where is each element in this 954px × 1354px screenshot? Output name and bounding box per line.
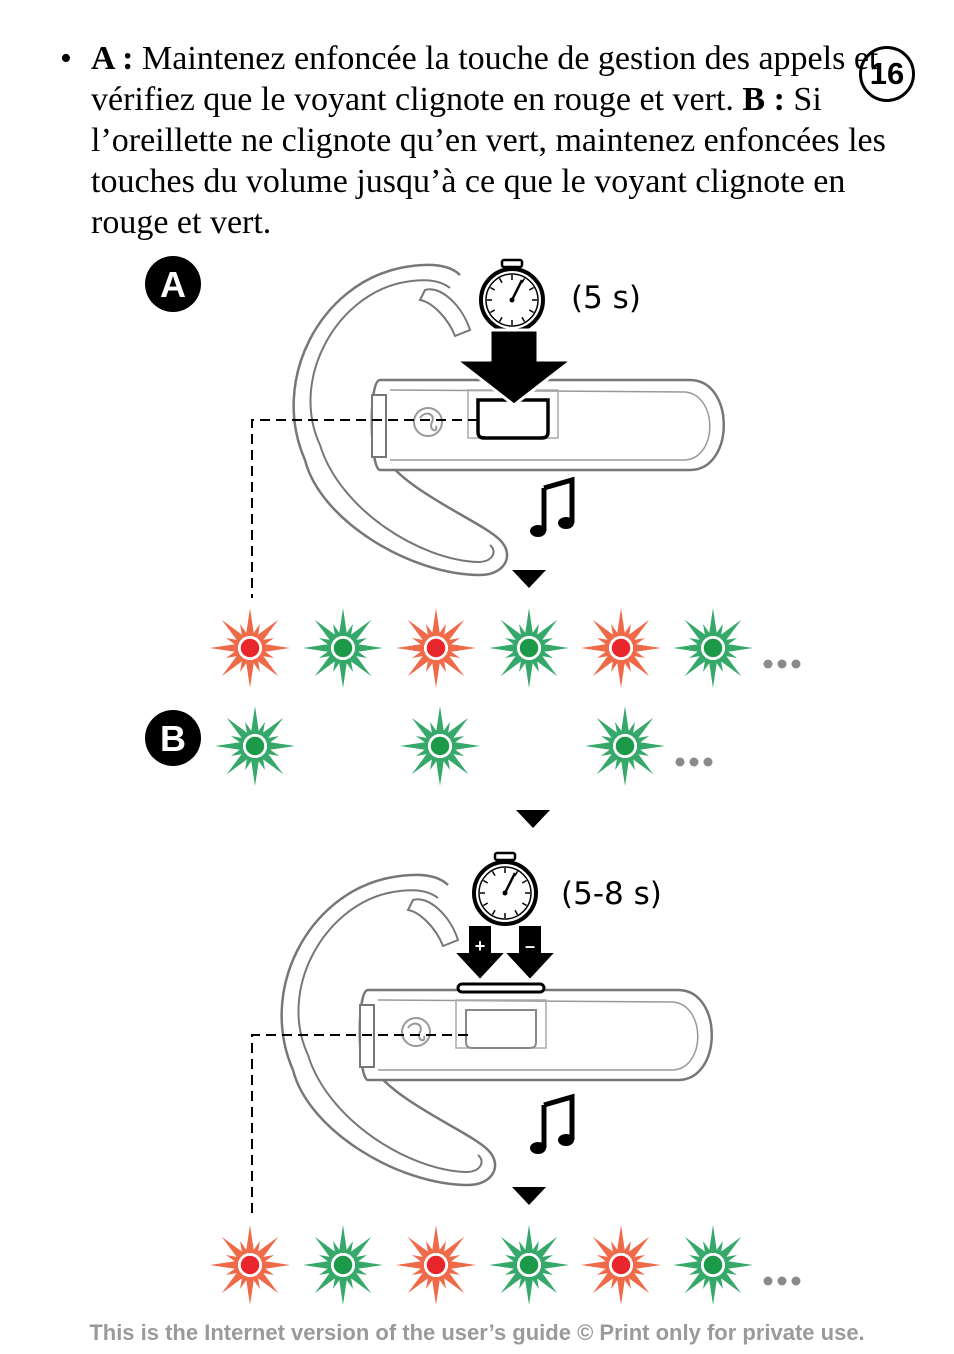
green-led-icon bbox=[489, 608, 569, 688]
down-arrow-icon bbox=[512, 570, 546, 588]
green-led-icon bbox=[673, 608, 753, 688]
text-a: Maintenez enfoncée la touche de gestion … bbox=[91, 40, 879, 118]
step-b-letter: B bbox=[160, 718, 186, 759]
plus-label: + bbox=[475, 936, 486, 956]
music-note-icon bbox=[530, 480, 574, 537]
volume-down-arrow-icon: – bbox=[501, 924, 559, 982]
red-led-icon bbox=[396, 608, 476, 688]
bullet: • bbox=[60, 40, 72, 77]
music-note-icon bbox=[530, 1097, 574, 1154]
label-b: B : bbox=[742, 81, 785, 118]
page-number-badge: 16 bbox=[859, 46, 915, 102]
red-led-icon bbox=[210, 608, 290, 688]
down-arrow-icon bbox=[516, 810, 550, 828]
stopwatch-icon bbox=[472, 851, 538, 926]
minus-label: – bbox=[525, 936, 535, 956]
volume-up-arrow-icon: + bbox=[451, 924, 509, 982]
green-led-icon bbox=[215, 706, 295, 786]
headset-a bbox=[292, 263, 725, 577]
red-led-icon bbox=[210, 1225, 290, 1305]
green-led-icon bbox=[303, 1225, 383, 1305]
green-led-icon bbox=[673, 1225, 753, 1305]
red-led-icon bbox=[396, 1225, 476, 1305]
led-row-final bbox=[210, 1225, 801, 1305]
down-arrow-icon bbox=[512, 1187, 546, 1205]
ellipsis-icon bbox=[763, 1276, 801, 1286]
red-led-icon bbox=[581, 608, 661, 688]
green-led-icon bbox=[489, 1225, 569, 1305]
green-led-icon bbox=[585, 706, 665, 786]
duration-b: (5-8 s) bbox=[561, 876, 662, 912]
red-led-icon bbox=[581, 1225, 661, 1305]
led-callout-line-a bbox=[251, 419, 478, 598]
instruction-text: A : Maintenez enfoncée la touche de gest… bbox=[91, 38, 921, 243]
led-row-a bbox=[210, 608, 801, 688]
duration-a: (5 s) bbox=[571, 280, 641, 316]
headset-b bbox=[280, 873, 713, 1187]
ellipsis-icon bbox=[763, 659, 801, 669]
press-arrow-icon bbox=[451, 328, 577, 407]
step-a-letter: A bbox=[160, 264, 186, 305]
led-callout-line-b bbox=[251, 1034, 468, 1215]
text-b: Si l’oreillette ne clignote qu’en vert, … bbox=[91, 81, 886, 241]
volume-keys bbox=[456, 982, 546, 994]
green-led-icon bbox=[303, 608, 383, 688]
ellipsis-icon bbox=[675, 757, 713, 767]
footer-note: This is the Internet version of the user… bbox=[89, 1320, 865, 1345]
led-row-b bbox=[215, 706, 713, 786]
step-b-marker: B bbox=[145, 710, 201, 766]
step-a-marker: A bbox=[145, 256, 201, 312]
green-led-icon bbox=[400, 706, 480, 786]
label-a: A : bbox=[91, 40, 134, 77]
stopwatch-icon bbox=[479, 258, 545, 333]
